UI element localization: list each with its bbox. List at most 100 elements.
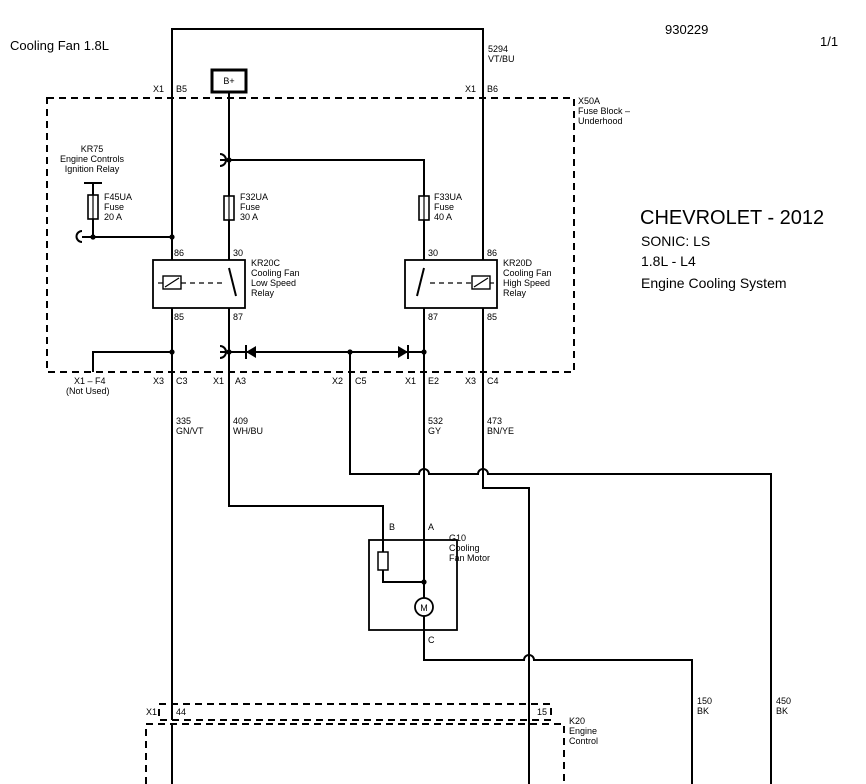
- wire-473-color: BN/YE: [487, 426, 514, 436]
- kr20c-line1: Cooling Fan: [251, 268, 300, 278]
- wire-473: [482, 372, 530, 784]
- relay-kr20c-coil-slash: [164, 277, 180, 288]
- kr75-line1: Engine Controls: [60, 154, 125, 164]
- fuse-f32ua-rating: 30 A: [240, 212, 258, 222]
- g10-pin-a: A: [428, 522, 434, 532]
- kr20d-line2: High Speed: [503, 278, 550, 288]
- wire-409: [228, 372, 384, 550]
- relay-kr20d-coil-slash: [473, 277, 489, 288]
- fuse-f33ua-rating: 40 A: [434, 212, 452, 222]
- fuse-f32ua-id: F32UA: [240, 192, 268, 202]
- vehicle-engine: 1.8L - L4: [641, 253, 696, 269]
- kr20c-line3: Relay: [251, 288, 275, 298]
- fuse-block-outline: [46, 97, 575, 373]
- kr20d-pin-87: 87: [428, 312, 438, 322]
- document-number: 930229: [665, 22, 708, 37]
- wire-450-color: BK: [776, 706, 788, 716]
- k20-connector-id: X1: [146, 707, 157, 717]
- g10-pin-c: C: [428, 635, 435, 645]
- fuse-f45ua-type: Fuse: [104, 202, 124, 212]
- relay-kr20d-switch: [416, 267, 425, 297]
- fuse-f33ua-type: Fuse: [434, 202, 454, 212]
- junction-kr20c-85: [169, 349, 175, 355]
- conn-x2-c5-connector: X2: [332, 376, 343, 386]
- vehicle-model: SONIC: LS: [641, 233, 710, 249]
- fuse-f32ua-type: Fuse: [240, 202, 260, 212]
- conn-x1-b5-pin: B5: [176, 84, 187, 94]
- motor-g10-symbol-letter: M: [420, 603, 428, 613]
- k20-pin-44: 44: [176, 707, 186, 717]
- wire-335-number: 335: [176, 416, 191, 426]
- conn-x2-c5-pin: C5: [355, 376, 367, 386]
- kr20c-pin-85: 85: [174, 312, 184, 322]
- kr20c-pin-30: 30: [233, 248, 243, 258]
- page-number: 1/1: [820, 34, 838, 49]
- fuse-block-id: X50A: [578, 96, 600, 106]
- wire-5294-color: VT/BU: [488, 54, 515, 64]
- kr20d-line1: Cooling Fan: [503, 268, 552, 278]
- fuse-f45ua-rating: 20 A: [104, 212, 122, 222]
- wire-150-number: 150: [697, 696, 712, 706]
- kr20d-line3: Relay: [503, 288, 527, 298]
- g10-line2: Fan Motor: [449, 553, 490, 563]
- kr20c-pin-87: 87: [233, 312, 243, 322]
- kr20d-pin-86: 86: [487, 248, 497, 258]
- wire-335-color: GN/VT: [176, 426, 204, 436]
- wire-532-color: GY: [428, 426, 441, 436]
- conn-x3-c4-pin: C4: [487, 376, 499, 386]
- conn-x1-a3-pin: A3: [235, 376, 246, 386]
- g10-pin-b: B: [389, 522, 395, 532]
- wire-450-number: 450: [776, 696, 791, 706]
- conn-x1-b5-connector: X1: [153, 84, 164, 94]
- kr20d-id: KR20D: [503, 258, 533, 268]
- conn-x1-a3-connector: X1: [213, 376, 224, 386]
- motor-g10-resistor: [377, 551, 389, 571]
- kr20c-pin-86: 86: [174, 248, 184, 258]
- fuse-f45ua-id: F45UA: [104, 192, 132, 202]
- g10-line1: Cooling: [449, 543, 480, 553]
- relay-kr20c-switch: [228, 267, 237, 297]
- conn-x3-c4-connector: X3: [465, 376, 476, 386]
- wire-409-color: WH/BU: [233, 426, 263, 436]
- fuse-f33ua-id: F33UA: [434, 192, 462, 202]
- conn-x3-c3-connector: X3: [153, 376, 164, 386]
- k20-module-outline: [145, 723, 565, 784]
- junction-g10: [421, 579, 427, 585]
- vehicle-system: Engine Cooling System: [641, 275, 787, 291]
- conn-x1-f4-label: X1 – F4: [74, 376, 106, 386]
- conn-x3-c3-pin: C3: [176, 376, 188, 386]
- g10-id: G10: [449, 533, 466, 543]
- kr75-line2: Ignition Relay: [65, 164, 120, 174]
- battery-positive-label: B+: [223, 76, 234, 86]
- diagram-title: Cooling Fan 1.8L: [10, 38, 109, 53]
- fuse-block-name-1: Fuse Block –: [578, 106, 630, 116]
- vehicle-make-year: CHEVROLET - 2012: [640, 207, 824, 229]
- wire-break-hook-f45ua: [75, 230, 83, 243]
- wire-473-number: 473: [487, 416, 502, 426]
- conn-x1-b6-pin: B6: [487, 84, 498, 94]
- kr20d-pin-30: 30: [428, 248, 438, 258]
- junction-kr20c-86: [169, 234, 175, 240]
- junction-f45ua: [90, 234, 96, 240]
- wire-150-color: BK: [697, 706, 709, 716]
- wire-bus-to-f33ua: [220, 159, 425, 196]
- conn-x1-e2-pin: E2: [428, 376, 439, 386]
- wire-g10-c-to-150: [423, 630, 693, 784]
- k20-pin-15: 15: [537, 707, 547, 717]
- diode-left-triangle: [246, 346, 256, 358]
- wire-g10-resistor-to-motor: [382, 570, 424, 583]
- wire-5294-loop: [171, 28, 484, 98]
- wire-409-number: 409: [233, 416, 248, 426]
- k20-line2: Control: [569, 736, 598, 746]
- k20-connector-outline: [158, 703, 552, 721]
- junction-e2-bus: [421, 349, 427, 355]
- junction-c5-bus: [347, 349, 353, 355]
- conn-x1-e2-connector: X1: [405, 376, 416, 386]
- wire-5294-number: 5294: [488, 44, 508, 54]
- k20-id: K20: [569, 716, 585, 726]
- k20-line1: Engine: [569, 726, 597, 736]
- conn-x1-b6-connector: X1: [465, 84, 476, 94]
- kr20c-id: KR20C: [251, 258, 281, 268]
- conn-x1-f4-note: (Not Used): [66, 386, 110, 396]
